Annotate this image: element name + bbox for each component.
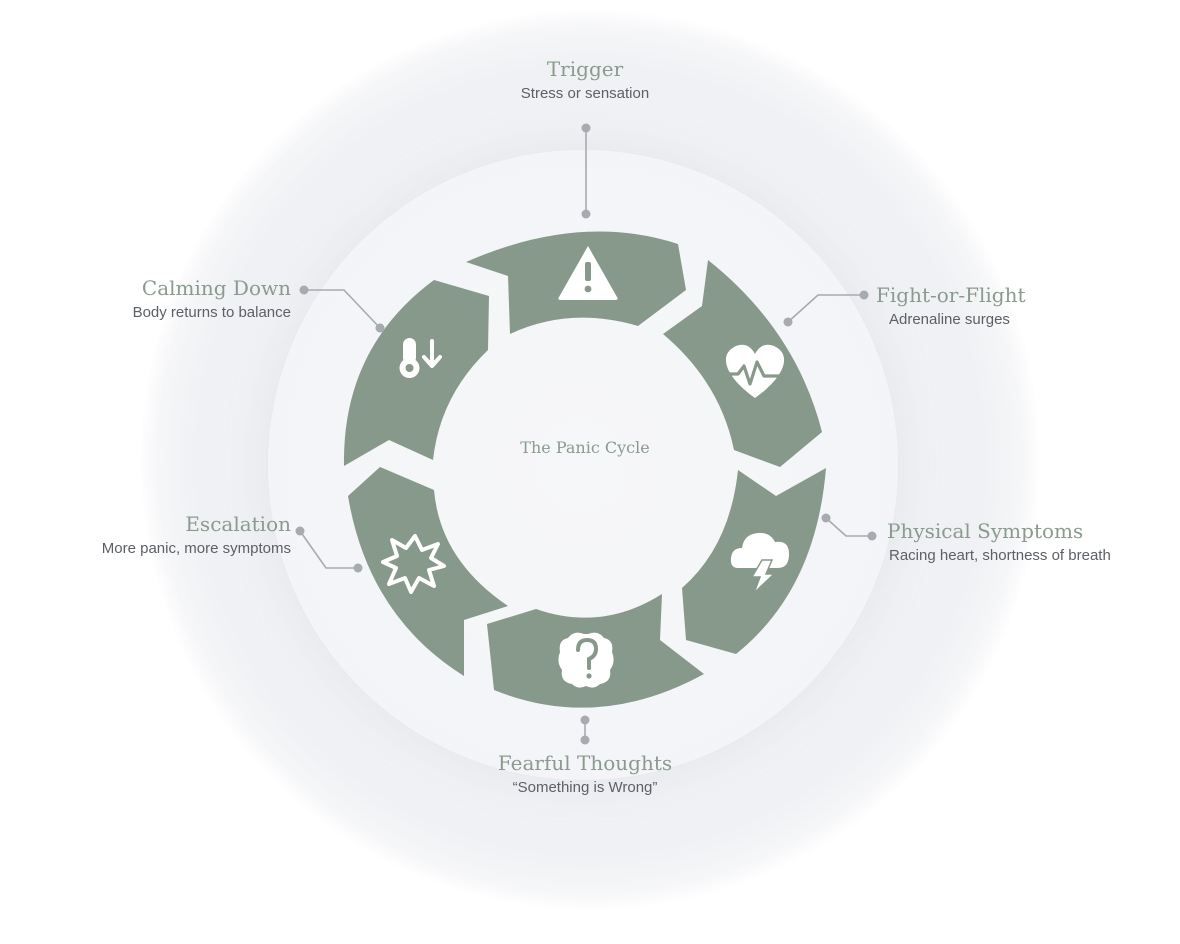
- step-subtitle: Racing heart, shortness of breath: [889, 547, 1111, 564]
- step-label-escalation: Escalation More panic, more symptoms: [0, 511, 291, 559]
- leader-physical-symptoms: [825, 517, 872, 537]
- step-title: Escalation: [185, 512, 291, 536]
- burst-icon: [381, 534, 446, 594]
- storm-cloud-icon: [730, 532, 789, 594]
- step-title: Fearful Thoughts: [497, 751, 673, 775]
- step-label-fearful-thoughts: Fearful Thoughts “Something is Wrong”: [405, 750, 765, 798]
- leader-escalation: [299, 530, 358, 569]
- step-label-trigger: Trigger Stress or sensation: [405, 56, 765, 104]
- step-label-calming-down: Calming Down Body returns to balance: [0, 275, 291, 323]
- leader-calming-down: [304, 289, 381, 329]
- thermometer-down-icon: [399, 338, 442, 378]
- leader-fight-or-flight: [787, 294, 864, 323]
- step-subtitle: “Something is Wrong”: [512, 779, 658, 796]
- heartbeat-icon: [722, 344, 790, 398]
- cycle-center-title: The Panic Cycle: [520, 438, 650, 457]
- step-subtitle: Adrenaline surges: [889, 311, 1010, 328]
- leader-lines: [295, 123, 877, 745]
- step-subtitle: Body returns to balance: [132, 304, 291, 321]
- step-subtitle: More panic, more symptoms: [101, 540, 291, 557]
- step-title: Fight-or-Flight: [876, 283, 1026, 307]
- step-title: Trigger: [546, 57, 624, 81]
- brain-question-icon: [558, 632, 614, 688]
- warning-icon: [558, 246, 618, 300]
- step-subtitle: Stress or sensation: [520, 85, 650, 102]
- step-title: Physical Symptoms: [887, 519, 1084, 543]
- step-label-fight-or-flight: Fight-or-Flight Adrenaline surges: [876, 282, 1180, 330]
- step-title: Calming Down: [141, 276, 291, 300]
- step-label-physical-symptoms: Physical Symptoms Racing heart, shortnes…: [887, 518, 1177, 566]
